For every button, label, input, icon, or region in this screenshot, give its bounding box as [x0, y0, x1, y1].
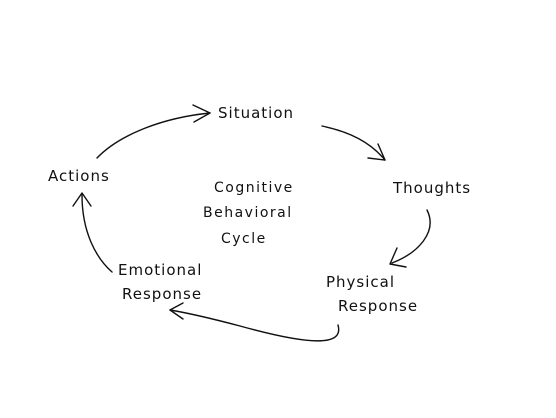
center-title-line2: Behavioral	[203, 205, 293, 221]
arrow-emotional-to-actions	[72, 192, 113, 273]
node-actions: Actions	[48, 167, 110, 185]
node-emotional-response-line1: Emotional	[118, 261, 202, 279]
arrow-situation-to-thoughts	[321, 125, 386, 161]
node-situation: Situation	[218, 104, 294, 122]
node-thoughts: Thoughts	[392, 179, 471, 197]
arrow-physical-to-emotional	[169, 302, 340, 342]
center-title-line3: Cycle	[221, 231, 267, 247]
arrow-actions-to-situation	[96, 104, 211, 159]
arrow-thoughts-to-physical	[389, 209, 431, 268]
center-title-line1: Cognitive	[214, 180, 294, 196]
node-emotional-response-line2: Response	[122, 285, 202, 303]
node-physical-response-line2: Response	[338, 297, 418, 315]
node-physical-response-line1: Physical	[326, 273, 395, 291]
